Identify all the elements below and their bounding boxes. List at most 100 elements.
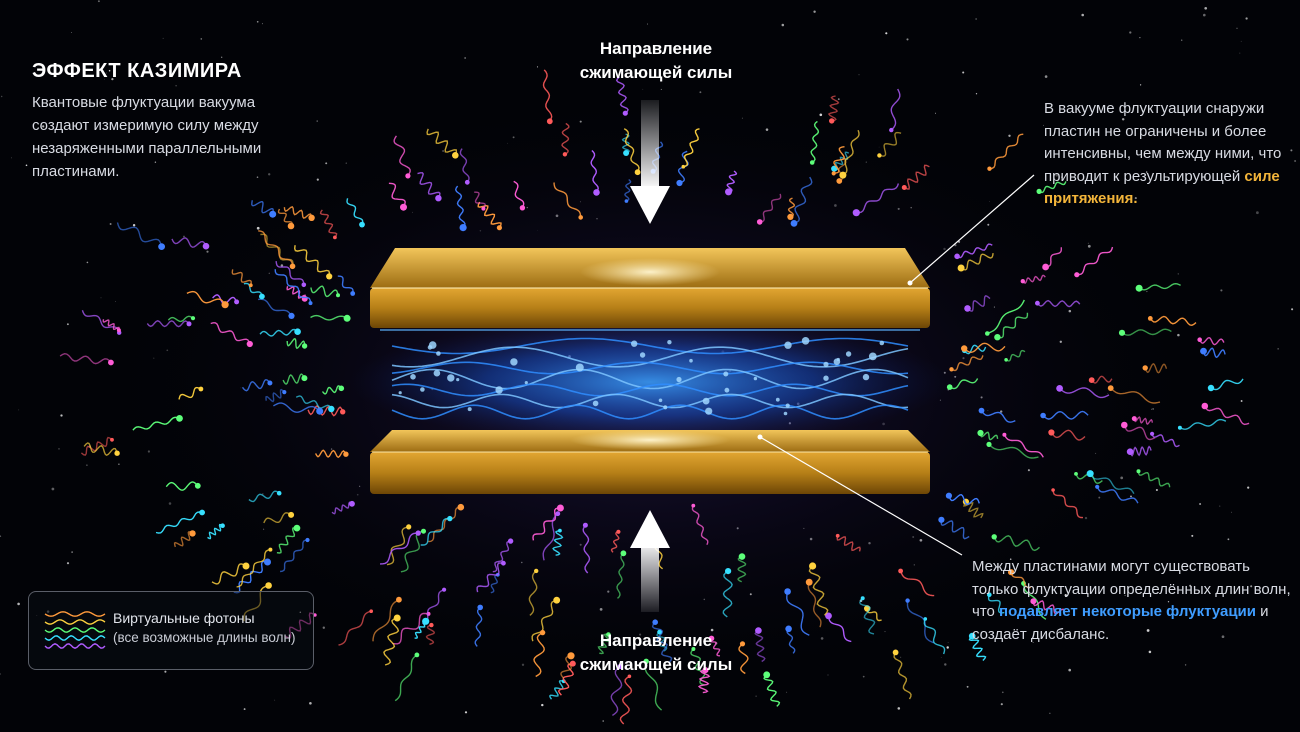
photon-wave	[1003, 434, 1044, 458]
photon-dot	[901, 185, 907, 190]
photon-dot	[987, 592, 992, 597]
photon-dot	[787, 213, 794, 220]
photon-dot	[340, 409, 346, 415]
photon-dot	[519, 205, 526, 211]
star	[111, 78, 114, 81]
photon-wave	[1022, 274, 1046, 284]
inner-wave	[391, 361, 909, 375]
title-block: ЭФФЕКТ КАЗИМИРА Квантовые флуктуации вак…	[32, 60, 292, 183]
photon-dot	[691, 647, 696, 651]
star	[464, 711, 468, 714]
photon-dot	[756, 219, 763, 225]
photon-wave	[542, 513, 559, 561]
photon-dot	[558, 528, 562, 533]
inner-particle	[862, 373, 870, 381]
photon-wave	[293, 245, 331, 277]
inner-particle	[868, 352, 877, 361]
photon-dot	[539, 629, 546, 636]
star	[54, 169, 56, 171]
photon-dot	[1042, 263, 1049, 271]
inner-particle	[689, 358, 693, 363]
force-label-top-line1: Направление	[599, 39, 713, 58]
photon-dot	[234, 299, 240, 305]
star	[966, 685, 969, 688]
photon-dot	[359, 221, 365, 228]
inner-particle	[510, 358, 518, 366]
photon-wave	[951, 355, 984, 372]
photon-dot	[582, 522, 588, 528]
inner-particle	[420, 387, 425, 392]
photon-wave	[1123, 424, 1156, 441]
photon-dot	[393, 614, 401, 622]
photon-wave	[186, 290, 226, 306]
photon-wave	[394, 654, 418, 702]
star	[1167, 601, 1170, 603]
star	[1247, 486, 1250, 489]
star	[1227, 538, 1230, 541]
inner-particle	[785, 403, 790, 408]
photon-dot	[569, 660, 576, 667]
star	[25, 164, 28, 167]
photon-dot	[1074, 272, 1080, 278]
photon-dot	[634, 169, 641, 176]
photon-dot	[268, 547, 273, 552]
photon-dot	[624, 199, 629, 203]
photon-dot	[343, 314, 351, 322]
photon-wave	[808, 565, 829, 616]
star	[975, 93, 978, 95]
photon-wave	[956, 243, 993, 259]
photon-dot	[1088, 377, 1095, 383]
photon-dot	[313, 613, 317, 617]
photon-dot	[567, 652, 575, 660]
photon-wave	[276, 527, 297, 554]
photon-dot	[457, 503, 465, 511]
photon-wave	[490, 574, 499, 594]
photon-wave	[759, 193, 782, 223]
photon-wave	[940, 519, 970, 540]
photon-dot	[836, 178, 843, 184]
photon-dot	[202, 242, 210, 250]
photon-dot	[620, 550, 627, 557]
star	[786, 691, 788, 693]
photon-wave	[619, 675, 633, 725]
photon-dot	[189, 530, 196, 537]
photon-wave	[786, 591, 810, 636]
inner-particle	[753, 376, 758, 381]
star	[1204, 6, 1208, 10]
photon-dot	[1030, 598, 1037, 605]
photon-wave	[738, 643, 749, 675]
photon-dot	[877, 153, 882, 158]
photon-dot	[889, 127, 894, 133]
photon-dot	[1002, 432, 1007, 437]
photon-dot	[1177, 425, 1182, 430]
inner-particle	[398, 391, 402, 395]
star	[755, 695, 757, 697]
star	[0, 535, 2, 537]
photon-wave	[474, 606, 483, 647]
inner-particle	[447, 374, 455, 382]
photon-wave	[372, 599, 400, 642]
photon-dot	[790, 220, 798, 227]
star	[221, 56, 223, 58]
star	[781, 23, 785, 27]
inner-particle	[631, 340, 638, 347]
photon-dot	[755, 627, 762, 634]
inner-particle	[775, 397, 780, 402]
star	[1219, 505, 1221, 507]
photon-dot	[606, 632, 611, 637]
photon-wave	[116, 222, 163, 247]
inner-particle	[639, 352, 646, 358]
photon-wave	[561, 122, 570, 155]
photon-dot	[421, 528, 426, 534]
photon-dot	[617, 663, 624, 670]
photon-dot	[108, 359, 114, 366]
star	[536, 66, 539, 68]
photon-dot	[676, 179, 683, 187]
photon-dot	[158, 243, 166, 251]
photon-wave	[610, 531, 620, 553]
photon-wave	[173, 531, 193, 548]
star	[1220, 289, 1223, 292]
photon-wave	[1010, 571, 1031, 589]
photon-wave	[980, 410, 1016, 423]
photon-dot	[333, 235, 337, 240]
